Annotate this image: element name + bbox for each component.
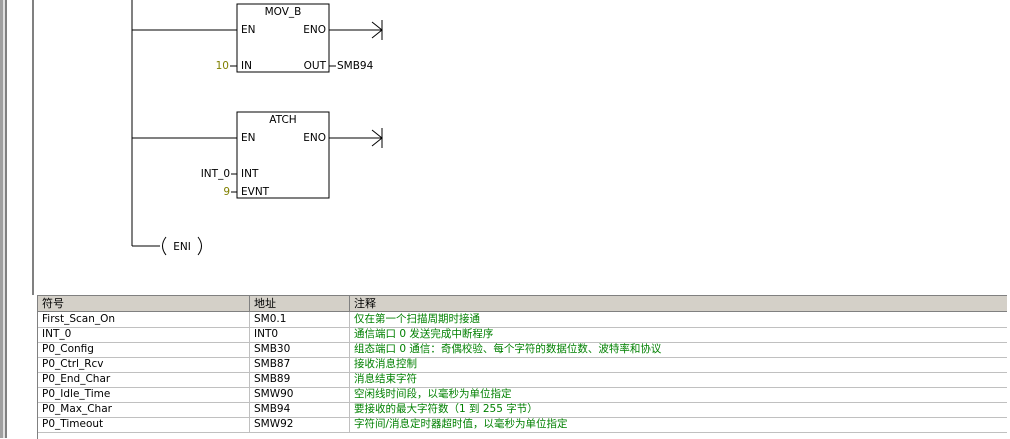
address-cell[interactable]: INT0 [250, 327, 350, 342]
symbol-cell[interactable]: P0_Ctrl_Rcv [38, 357, 250, 372]
symbol-cell[interactable]: P0_Config [38, 342, 250, 357]
symbol-cell[interactable]: INT_0 [38, 327, 250, 342]
comment-cell[interactable]: 仅在第一个扫描周期时接通 [354, 313, 480, 325]
comment-cell[interactable]: 组态端口 0 通信：奇偶校验、每个字符的数据位数、波特率和协议 [354, 343, 662, 355]
mov-b-eno-pin: ENO [303, 24, 326, 36]
atch-block[interactable]: ATCH EN ENO INT EVNT INT_0 9 [132, 111, 383, 199]
atch-int-value[interactable]: INT_0 [201, 168, 230, 180]
header-comment[interactable]: 注释 [354, 297, 376, 310]
mov-b-in-pin: IN [241, 60, 252, 72]
address-cell[interactable]: SMB30 [250, 342, 350, 357]
address-cell[interactable]: SMB87 [250, 357, 350, 372]
mov-b-out-value[interactable]: SMB94 [337, 60, 374, 72]
address-cell[interactable]: SMW92 [250, 417, 350, 432]
address-cell[interactable]: SMW90 [250, 387, 350, 402]
address-cell[interactable]: SMB94 [250, 402, 350, 417]
atch-evnt-pin: EVNT [241, 186, 270, 198]
mov-b-in-value[interactable]: 10 [216, 60, 229, 72]
atch-eno-pin: ENO [303, 132, 326, 144]
address-cell[interactable]: SMB89 [250, 372, 350, 387]
header-address[interactable]: 地址 [250, 296, 350, 311]
symbol-cell[interactable]: First_Scan_On [38, 312, 250, 327]
atch-int-pin: INT [241, 168, 259, 180]
ladder-network[interactable]: MOV_B EN ENO IN OUT 10 SMB94 ATCH EN ENO… [0, 0, 1010, 295]
comment-cell[interactable]: 通信端口 0 发送完成中断程序 [354, 328, 494, 340]
mov-b-eno-arrow-icon [371, 20, 383, 40]
address-cell[interactable]: SM0.1 [250, 312, 350, 327]
symbol-cell[interactable]: P0_Timeout [38, 417, 250, 432]
symbol-cell[interactable]: P0_Idle_Time [38, 387, 250, 402]
comment-cell[interactable]: 空闲线时间段，以毫秒为单位指定 [354, 388, 512, 400]
comment-cell[interactable]: 接收消息控制 [354, 358, 417, 370]
atch-eno-arrow-icon [371, 128, 383, 148]
symbol-cell[interactable]: P0_End_Char [38, 372, 250, 387]
symbol-table-header: 符号 地址 注释 [38, 296, 1007, 312]
window-left-edge [0, 0, 7, 438]
mov-b-block[interactable]: MOV_B EN ENO IN OUT 10 SMB94 [132, 3, 383, 73]
mov-b-out-pin: OUT [304, 60, 327, 72]
mov-b-title: MOV_B [265, 6, 302, 18]
atch-en-pin: EN [241, 132, 256, 144]
header-symbol[interactable]: 符号 [38, 296, 250, 311]
eni-label: ENI [173, 241, 191, 253]
atch-title: ATCH [269, 114, 296, 126]
comment-cell[interactable]: 字符间/消息定时器超时值，以毫秒为单位指定 [354, 418, 568, 430]
mov-b-en-pin: EN [241, 24, 256, 36]
comment-cell[interactable]: 要接收的最大字符数（1 到 255 字节） [354, 403, 538, 415]
symbol-cell[interactable]: P0_Max_Char [38, 402, 250, 417]
comment-cell[interactable]: 消息结束字符 [354, 373, 417, 385]
atch-evnt-value[interactable]: 9 [223, 186, 230, 198]
eni-coil[interactable]: ENI [132, 236, 202, 256]
